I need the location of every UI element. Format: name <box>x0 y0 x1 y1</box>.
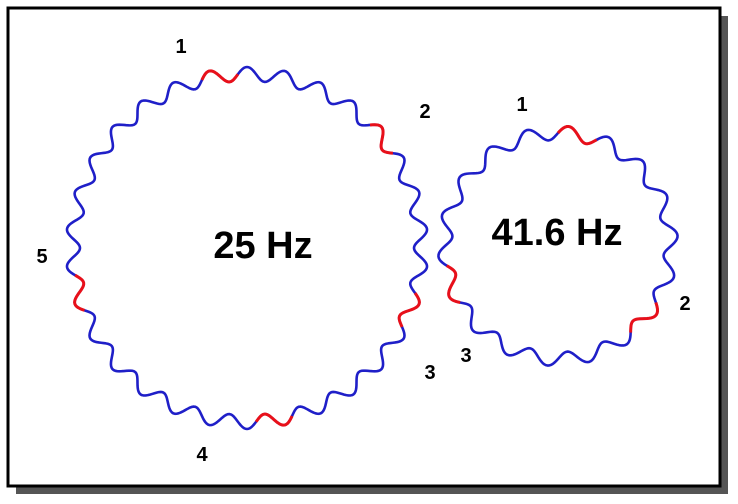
large-gear-marker-4 <box>254 412 294 427</box>
small-gear-marker-labels: 1 2 3 <box>460 94 690 367</box>
large-marker-5-label: 5 <box>36 246 47 268</box>
large-gear-frequency: 25 Hz <box>213 225 312 267</box>
large-gear-marker-2 <box>369 123 394 155</box>
large-gear-marker-labels: 1 2 3 4 5 <box>36 36 435 466</box>
large-marker-3-label: 3 <box>424 362 435 384</box>
small-gear: 41.6 Hz 1 2 3 <box>437 94 691 367</box>
large-gear-markers <box>73 69 421 427</box>
small-gear-frequency: 41.6 Hz <box>492 212 623 254</box>
small-marker-3-label: 3 <box>460 345 471 367</box>
small-marker-1-label: 1 <box>516 94 527 116</box>
small-gear-markers <box>445 124 659 333</box>
small-marker-2-label: 2 <box>679 293 690 315</box>
frame <box>6 6 722 488</box>
large-gear-marker-5 <box>73 273 86 312</box>
large-marker-4-label: 4 <box>196 444 208 466</box>
small-gear-marker-3 <box>445 264 461 304</box>
large-marker-1-label: 1 <box>175 36 186 58</box>
small-gear-marker-1 <box>556 124 598 146</box>
large-gear-marker-3 <box>397 292 421 328</box>
small-gear-wave <box>437 125 679 367</box>
large-gear: 25 Hz 1 2 3 4 5 <box>36 36 435 466</box>
large-gear-marker-1 <box>200 69 240 84</box>
small-gear-marker-2 <box>629 302 659 333</box>
large-marker-2-label: 2 <box>419 101 430 123</box>
